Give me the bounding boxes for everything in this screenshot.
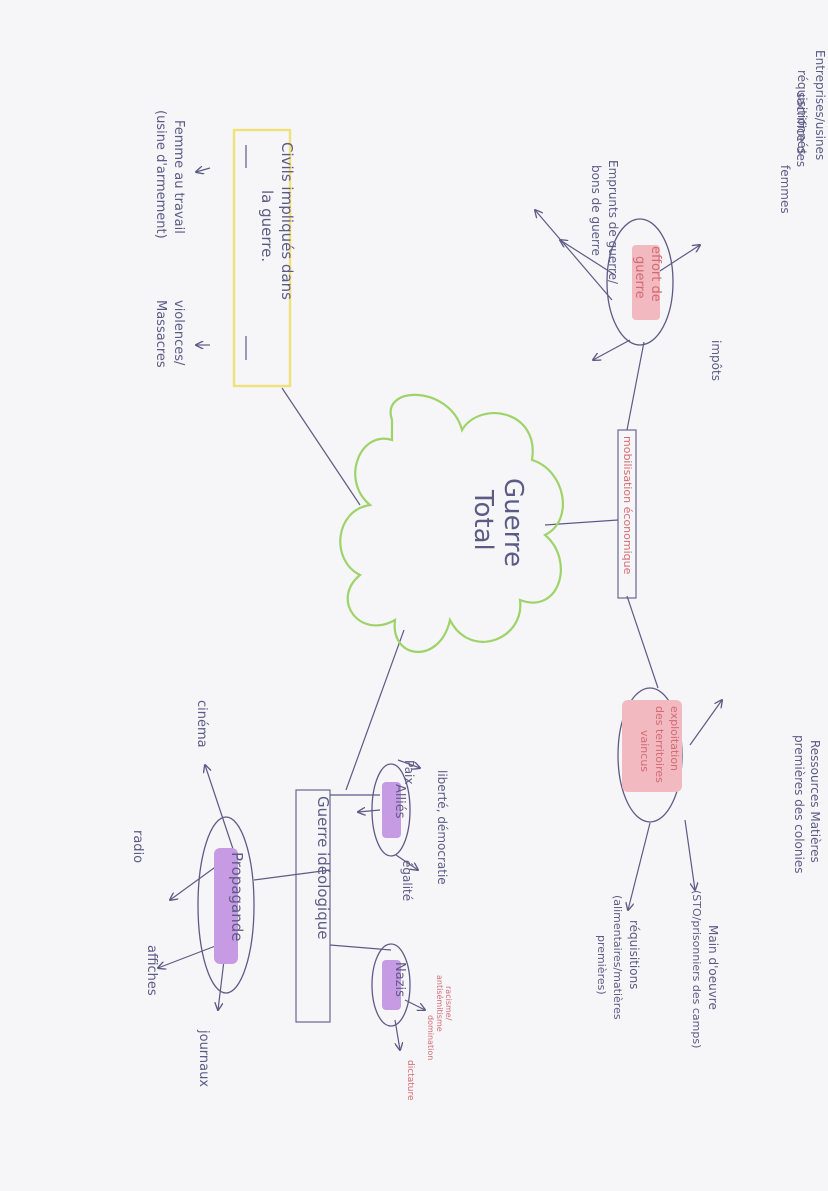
nazis-note-racisme: racisme/ bbox=[444, 986, 453, 1021]
nazis-note-dictature: dictature bbox=[405, 1060, 415, 1101]
arrow-to-entreprises bbox=[535, 210, 613, 301]
center-title-line2: Total bbox=[468, 489, 498, 551]
exploitation-label-line3: vaincus bbox=[638, 730, 651, 772]
arrow-to-emprunts bbox=[593, 339, 631, 360]
effort-label-line1: effort de bbox=[648, 246, 663, 302]
arrow-to-ressources bbox=[689, 700, 722, 746]
requisitions-line1: réquisitions bbox=[627, 920, 641, 989]
arrow-lines bbox=[158, 168, 722, 1050]
guerre-ideologique-box bbox=[295, 789, 331, 1023]
ressources-line1: Ressources Matières bbox=[808, 740, 822, 863]
femme-travail-line2: (usine d'armement) bbox=[153, 110, 168, 239]
arrow-to-sacrifice bbox=[560, 240, 616, 276]
sacrifice-line2: femmes bbox=[778, 165, 792, 214]
mobilisation-box bbox=[617, 429, 637, 599]
allies-ellipse bbox=[371, 763, 411, 857]
guerre-ideologique-label: Guerre idéologique bbox=[314, 796, 332, 939]
main-oeuvre-line2: (STO/prisonniers des camps) bbox=[690, 890, 703, 1048]
impots-label: impôts bbox=[709, 340, 723, 381]
propagande-label: Propagande bbox=[228, 852, 246, 941]
nazis-label: Nazis bbox=[392, 962, 407, 997]
allies-item-egalite: égalité bbox=[400, 860, 414, 901]
exploitation-highlight bbox=[622, 700, 682, 792]
nazis-highlight bbox=[382, 960, 401, 1010]
propagande-item-affiches: affiches bbox=[144, 945, 159, 996]
violences-line1: violences/ bbox=[171, 300, 186, 366]
allies-label: Alliés bbox=[392, 784, 407, 819]
arrow-to-main-oeuvre bbox=[684, 819, 695, 890]
femme-travail-line1: Femme au travail bbox=[171, 120, 186, 234]
connector-lines bbox=[245, 145, 659, 951]
arrow-to-affiches bbox=[158, 944, 219, 968]
requisitions-line3: premières) bbox=[595, 935, 608, 995]
propagande-highlight bbox=[214, 848, 238, 964]
allies-item-liberte: liberté, démocratie bbox=[435, 770, 449, 885]
nazis-ellipse bbox=[371, 943, 411, 1027]
allies-highlight bbox=[382, 782, 401, 838]
civils-box bbox=[232, 128, 292, 388]
ressources-line2: premières des colonies bbox=[792, 735, 806, 873]
entreprises-line2: réquisitionnés bbox=[795, 70, 809, 154]
effort-highlight bbox=[632, 245, 660, 320]
requisitions-line2: (alimentaires/matières bbox=[611, 895, 624, 1020]
exploitation-label-line1: exploitation bbox=[668, 706, 681, 771]
violences-line2: Massacres bbox=[153, 300, 168, 368]
arrow-to-egalite bbox=[395, 854, 418, 870]
emprunts-line2: bons de guerre bbox=[589, 165, 603, 256]
center-title-line1: Guerre bbox=[498, 478, 528, 567]
propagande-ellipse bbox=[197, 816, 255, 994]
arrow-to-femme-travail bbox=[196, 168, 211, 172]
entreprises-line1: Entreprises/usines bbox=[813, 50, 827, 160]
civils-label-line1: Civils impliqués dans bbox=[278, 142, 296, 300]
arrow-to-liberte bbox=[397, 759, 420, 768]
nazis-note-antisemitisme: antisémitisme bbox=[435, 975, 445, 1032]
emprunts-line1: Emprunts de guerre/ bbox=[606, 160, 620, 285]
guerre-totale-cloud bbox=[339, 393, 564, 653]
allies-item-paix: Paix bbox=[402, 760, 416, 785]
propagande-item-radio: radio bbox=[130, 830, 145, 863]
exploitation-label-line2: des territoires bbox=[653, 706, 666, 783]
arrow-to-requisitions bbox=[628, 822, 651, 910]
arrow-to-paix bbox=[358, 810, 381, 812]
arrow-to-cinema bbox=[205, 765, 236, 856]
propagande-item-journaux: journaux bbox=[196, 1029, 211, 1087]
effort-de-guerre-ellipse bbox=[606, 218, 674, 346]
mobilisation-label: mobilisation économique bbox=[621, 436, 634, 575]
civils-label-line2: la guerre. bbox=[258, 190, 276, 262]
sacrifice-line1: sacrifice des bbox=[794, 92, 808, 167]
main-oeuvre-line1: Main d'oeuvre bbox=[706, 925, 720, 1010]
nazis-note-domination: domination bbox=[426, 1015, 435, 1060]
propagande-item-cinema: cinéma bbox=[194, 700, 209, 748]
effort-label-line2: guerre bbox=[632, 256, 647, 299]
